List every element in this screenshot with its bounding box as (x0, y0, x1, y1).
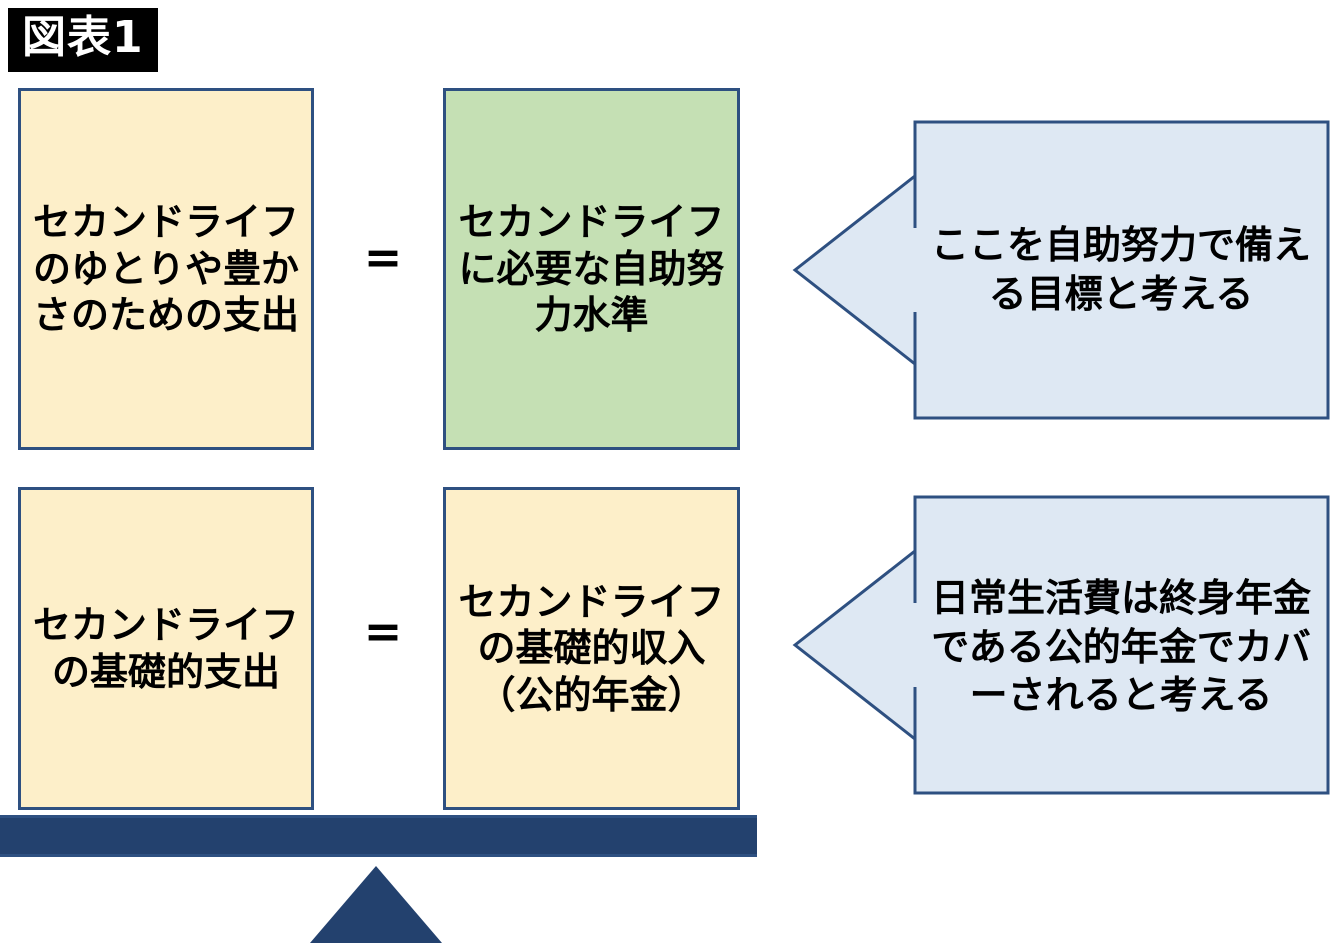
scale-box-row2-right: セカンドライフの基礎的収入（公的年金） (443, 487, 740, 810)
callout-row1-text: ここを自助努力で備える目標と考える (930, 223, 1311, 316)
callout-row2-text: 日常生活費は終身年金である公的年金でカバーされると考える (930, 576, 1311, 718)
callout-row1: ここを自助努力で備える目標と考える (792, 120, 1330, 420)
scale-box-row1-left-label: セカンドライフのゆとりや豊かさのための支出 (33, 200, 300, 338)
scale-box-row2-left-label: セカンドライフの基礎的支出 (33, 603, 300, 694)
scale-box-row2-right-label: セカンドライフの基礎的収入（公的年金） (458, 579, 725, 717)
balance-beam (0, 815, 757, 857)
callout-row1-arrow-shape (792, 120, 1330, 420)
figure-number-tag: 図表1 (8, 8, 158, 72)
callout-row2: 日常生活費は終身年金である公的年金でカバーされると考える (792, 495, 1330, 795)
scale-box-row1-left: セカンドライフのゆとりや豊かさのための支出 (18, 88, 314, 450)
equals-sign-row2: = (363, 604, 403, 658)
equals-sign-row1: = (363, 230, 403, 284)
scale-box-row2-left: セカンドライフの基礎的支出 (18, 487, 314, 810)
scale-box-row1-right-label: セカンドライフに必要な自助努力水準 (458, 200, 725, 338)
balance-fulcrum-triangle (310, 866, 442, 943)
scale-box-row1-right: セカンドライフに必要な自助努力水準 (443, 88, 740, 450)
callout-row2-arrow-shape (792, 495, 1330, 795)
